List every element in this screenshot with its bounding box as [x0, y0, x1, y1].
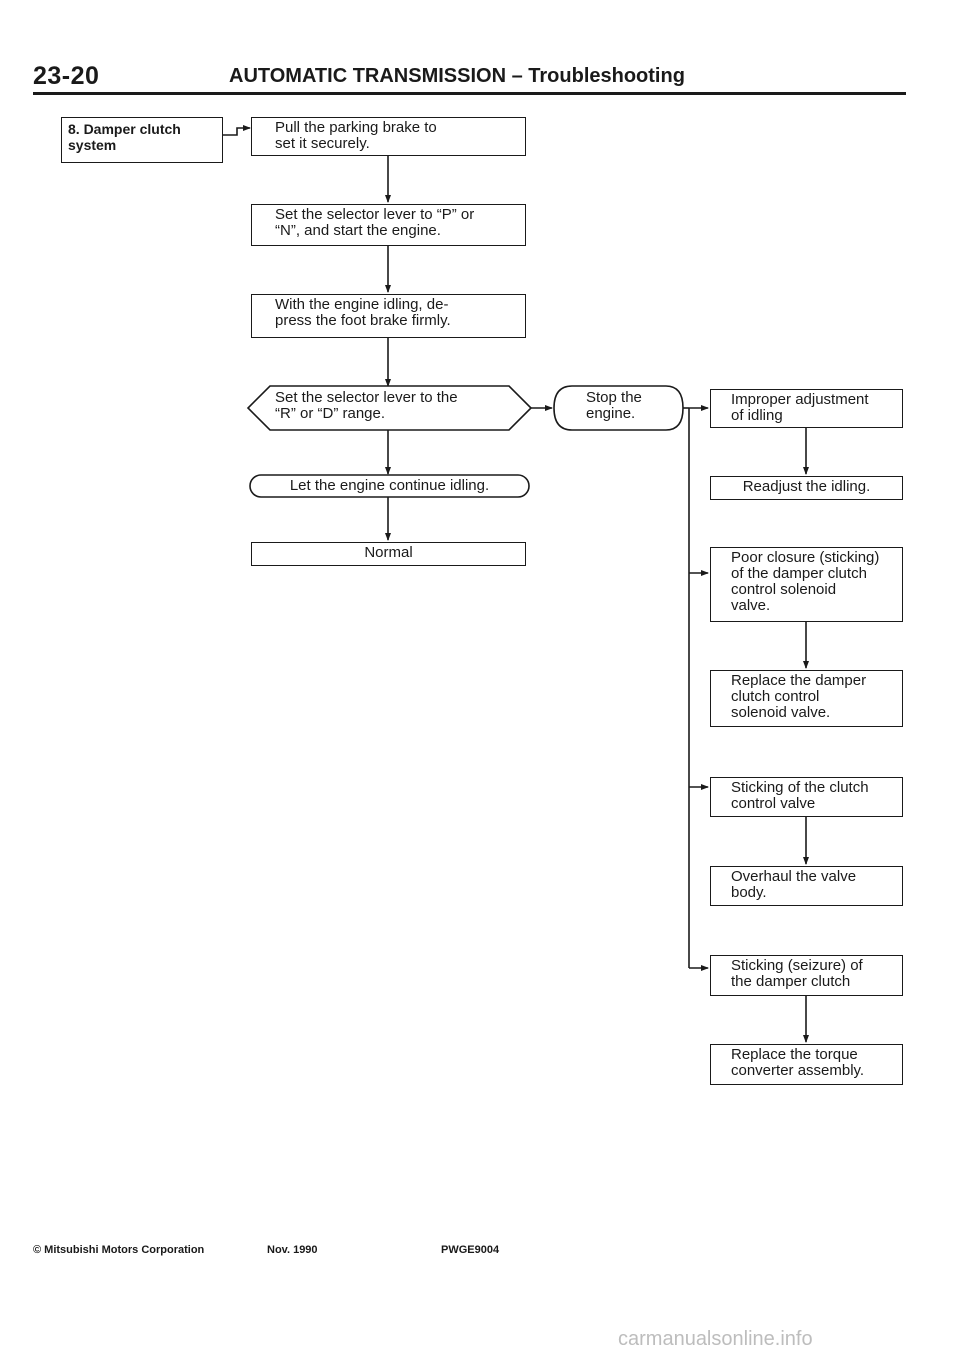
watermark: carmanualsonline.info: [618, 1328, 813, 1350]
result-normal: Normal: [251, 542, 526, 566]
decision-continue-idling: Let the engine continue idling.: [289, 477, 490, 494]
remedy-replace-converter: Replace the torque converter assembly.: [710, 1044, 903, 1085]
cause-solenoid-closure: Poor closure (sticking) of the damper cl…: [710, 547, 903, 622]
remedy-readjust-idling: Readjust the idling.: [710, 476, 903, 500]
cause-clutch-control-valve: Sticking of the clutch control valve: [710, 777, 903, 817]
decision-shape-continue: [249, 474, 530, 498]
section-label: 8. Damper clutch system: [61, 117, 223, 163]
cause-idling-adjustment: Improper adjustment of idling: [710, 389, 903, 428]
footer-date: Nov. 1990: [267, 1244, 318, 1256]
connector-label-step1: [223, 125, 251, 136]
cause-damper-clutch-seizure: Sticking (seizure) of the damper clutch: [710, 955, 903, 996]
footer-code: PWGE9004: [441, 1244, 500, 1256]
footer-copyright: © Mitsubishi Motors Corporation: [33, 1244, 205, 1256]
decision-shape-selector: [246, 385, 533, 431]
step-depress-brake: With the engine idling, de- press the fo…: [251, 294, 526, 338]
remedy-replace-solenoid: Replace the damper clutch control soleno…: [710, 670, 903, 727]
decision-stop-engine: Stop the engine.: [586, 389, 642, 422]
page-title: AUTOMATIC TRANSMISSION – Troubleshooting: [229, 65, 685, 87]
step-pull-parking-brake: Pull the parking brake to set it securel…: [251, 117, 526, 156]
header-rule: [33, 92, 906, 95]
step-set-selector-start: Set the selector lever to “P” or “N”, an…: [251, 204, 526, 246]
decision-selector-range: Set the selector lever to the “R” or “D”…: [275, 389, 458, 422]
page-number: 23-20: [33, 62, 100, 90]
remedy-overhaul-valve-body: Overhaul the valve body.: [710, 866, 903, 906]
decision-shape-stop: [553, 385, 684, 431]
